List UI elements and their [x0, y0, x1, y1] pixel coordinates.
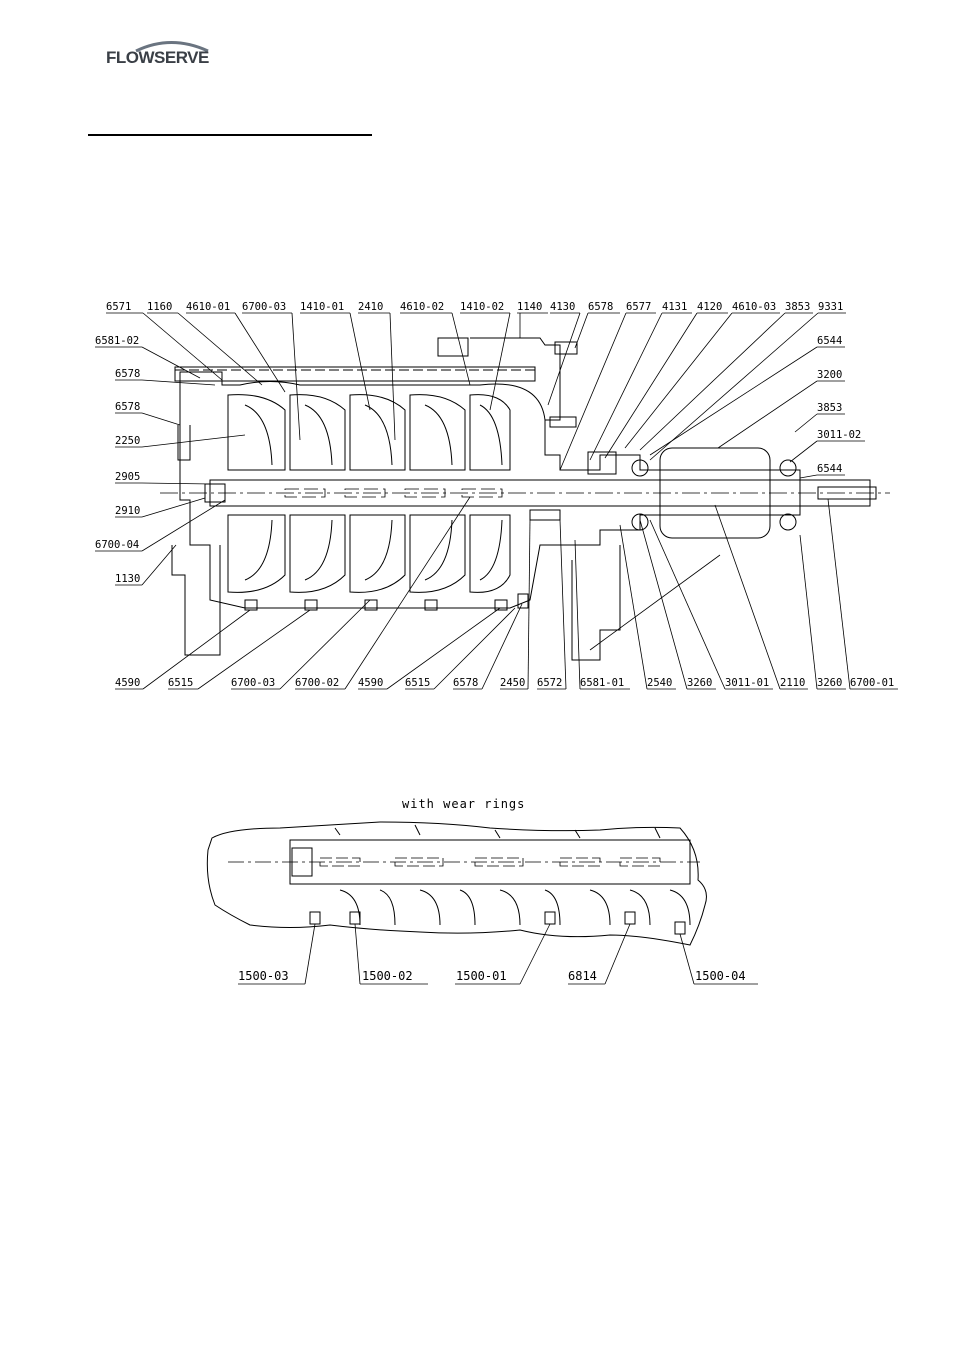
callout-bottom-5: 6515 — [405, 677, 430, 689]
detail-caption: with wear rings — [402, 797, 525, 811]
callout-right-3: 3011-02 — [817, 429, 861, 441]
callout-right-4: 6544 — [817, 463, 842, 475]
callout-top-8: 1140 — [517, 301, 542, 313]
logo-text: FLOWSERVE — [106, 48, 209, 67]
wear-ring-detail — [206, 821, 707, 946]
callout-right-1: 3200 — [817, 369, 842, 381]
callout-bottom-1: 6515 — [168, 677, 193, 689]
callout-left-1: 6578 — [115, 368, 140, 380]
callout-top-3: 6700-03 — [242, 301, 286, 313]
callout-bottom-9: 6581-01 — [580, 677, 624, 689]
callout-top-13: 4120 — [697, 301, 722, 313]
callout-bottom-3: 6700-02 — [295, 677, 339, 689]
callout-top-1: 1160 — [147, 301, 172, 313]
callout-top-0: 6571 — [106, 301, 131, 313]
callout-top-6: 4610-02 — [400, 301, 444, 313]
callout-top-5: 2410 — [358, 301, 383, 313]
callout-bottom-12: 3011-01 — [725, 677, 769, 689]
callout-bottom-15: 6700-01 — [850, 677, 894, 689]
callout-left-5: 2910 — [115, 505, 140, 517]
callout-left-6: 6700-04 — [95, 539, 139, 551]
callout-bottom-10: 2540 — [647, 677, 672, 689]
callout-bottom-6: 6578 — [453, 677, 478, 689]
logo-swoosh-icon — [135, 41, 209, 52]
callout-left-7: 1130 — [115, 573, 140, 585]
callout-left-3: 2250 — [115, 435, 140, 447]
callout-top-4: 1410-01 — [300, 301, 344, 313]
callout-bottom-0: 4590 — [115, 677, 140, 689]
section-rule — [88, 134, 372, 136]
flowserve-logo: FLOWSERVE — [106, 38, 216, 82]
callout-bottom-11: 3260 — [687, 677, 712, 689]
callout-left-2: 6578 — [115, 401, 140, 413]
callout-left-0: 6581-02 — [95, 335, 139, 347]
callout-top-9: 4130 — [550, 301, 575, 313]
detail-callout-2: 1500-01 — [456, 969, 507, 983]
detail-callout-0: 1500-03 — [238, 969, 289, 983]
detail-callout-3: 6814 — [568, 969, 597, 983]
callout-bottom-13: 2110 — [780, 677, 805, 689]
callout-top-15: 3853 — [785, 301, 810, 313]
callout-top-16: 9331 — [818, 301, 843, 313]
callout-bottom-14: 3260 — [817, 677, 842, 689]
callout-right-2: 3853 — [817, 402, 842, 414]
callout-top-2: 4610-01 — [186, 301, 230, 313]
callout-bottom-4: 4590 — [358, 677, 383, 689]
callout-left-4: 2905 — [115, 471, 140, 483]
callout-top-12: 4131 — [662, 301, 687, 313]
callout-bottom-8: 6572 — [537, 677, 562, 689]
callout-bottom-7: 2450 — [500, 677, 525, 689]
callout-top-7: 1410-02 — [460, 301, 504, 313]
callout-top-11: 6577 — [626, 301, 651, 313]
callout-bottom-2: 6700-03 — [231, 677, 275, 689]
callout-top-10: 6578 — [588, 301, 613, 313]
detail-callout-1: 1500-02 — [362, 969, 413, 983]
detail-callout-4: 1500-04 — [695, 969, 746, 983]
callout-top-14: 4610-03 — [732, 301, 776, 313]
callout-right-0: 6544 — [817, 335, 842, 347]
